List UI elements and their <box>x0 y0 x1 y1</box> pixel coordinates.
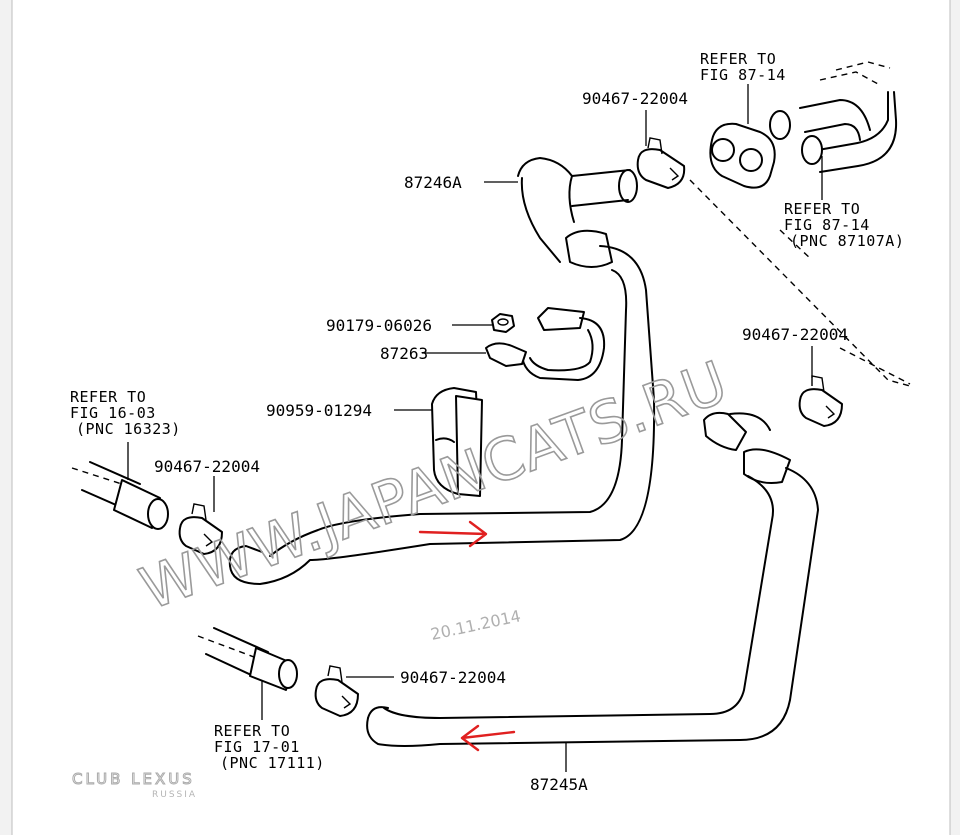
hose-87246a <box>228 157 656 585</box>
svg-text:(PNC 16323): (PNC 16323) <box>76 420 181 438</box>
label-hose-87245a: 87245A <box>530 775 588 794</box>
svg-text:FIG 16-03: FIG 16-03 <box>70 404 156 422</box>
label-clamp-right: 90467-22004 <box>742 325 848 344</box>
svg-text:CLUB LEXUS: CLUB LEXUS <box>72 770 195 788</box>
svg-text:REFER TO: REFER TO <box>700 50 776 68</box>
svg-text:(PNC 87107A): (PNC 87107A) <box>790 232 904 250</box>
bracket-87263 <box>485 307 606 381</box>
hose-clamp-top <box>636 137 686 189</box>
label-bracket: 87263 <box>380 344 428 363</box>
pipe-fig-16-03 <box>81 461 169 530</box>
svg-text:FIG 87-14: FIG 87-14 <box>700 66 786 84</box>
label-grommet: 90959-01294 <box>266 401 372 420</box>
hose-clamp-bottom <box>314 665 359 717</box>
flow-arrow-left <box>460 724 516 752</box>
label-hose-87246a: 87246A <box>404 173 462 192</box>
label-nut: 90179-06026 <box>326 316 432 335</box>
hose-clamp-right <box>798 375 843 427</box>
hose-clamp-left <box>178 503 223 555</box>
hose-87245a <box>366 411 819 747</box>
svg-text:REFER TO: REFER TO <box>70 388 146 406</box>
svg-text:(PNC 17111): (PNC 17111) <box>220 754 325 772</box>
svg-text:REFER TO: REFER TO <box>784 200 860 218</box>
ref-fig-87-14-pnc: REFER TO FIG 87-14 (PNC 87107A) <box>784 200 904 250</box>
ref-fig-17-01: REFER TO FIG 17-01 (PNC 17111) <box>214 722 325 772</box>
nut-90179 <box>491 313 515 333</box>
svg-text:REFER TO: REFER TO <box>214 722 290 740</box>
grommet-90959 <box>431 387 483 497</box>
club-lexus-logo: CLUB LEXUS RUSSIA <box>72 770 197 801</box>
pipe-fig-17-01 <box>205 627 298 691</box>
flow-arrow-right <box>418 520 488 548</box>
svg-text:FIG 17-01: FIG 17-01 <box>214 738 300 756</box>
heater-pipe-assembly <box>709 61 898 189</box>
ref-fig-87-14-top: REFER TO FIG 87-14 <box>700 50 786 84</box>
label-clamp-bottom: 90467-22004 <box>400 668 506 687</box>
svg-text:RUSSIA: RUSSIA <box>152 790 197 800</box>
label-clamp-top: 90467-22004 <box>582 89 688 108</box>
ref-fig-16-03: REFER TO FIG 16-03 (PNC 16323) <box>70 388 181 438</box>
label-clamp-left: 90467-22004 <box>154 457 260 476</box>
svg-text:FIG 87-14: FIG 87-14 <box>784 216 870 234</box>
